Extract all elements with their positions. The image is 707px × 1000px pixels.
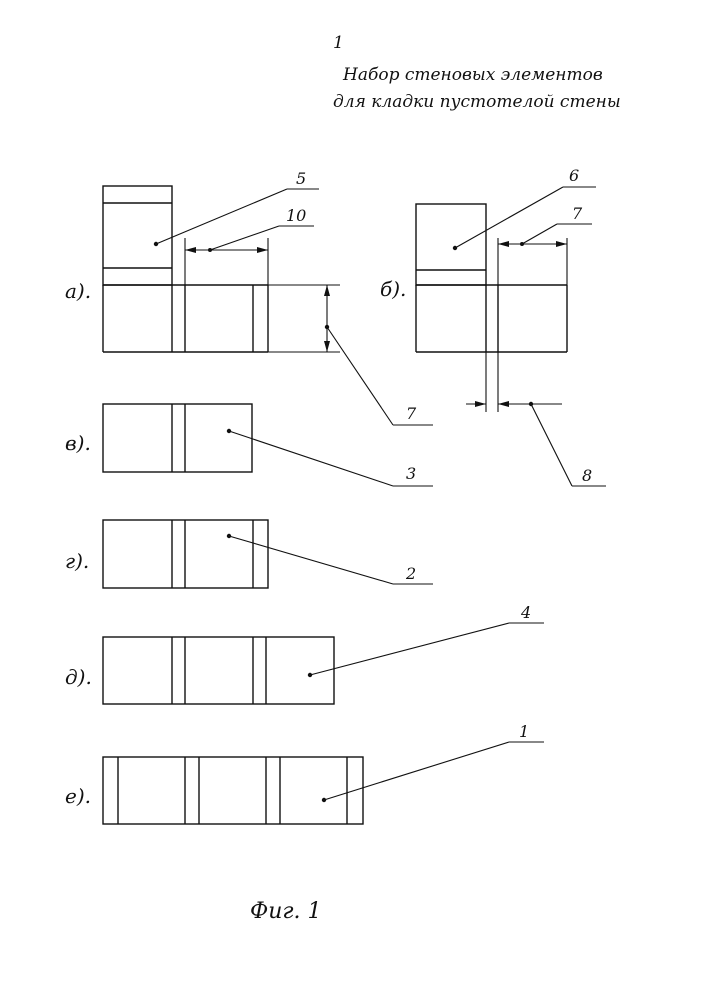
callout-7-left: 7 [406, 404, 417, 423]
variant-v-drawing [103, 404, 433, 486]
callout-4: 4 [520, 603, 531, 622]
callout-1: 1 [519, 722, 529, 741]
callout-5: 5 [296, 169, 306, 188]
variant-a-drawing [103, 186, 433, 425]
callout-3: 3 [406, 464, 416, 483]
variant-e-drawing [103, 742, 544, 824]
callout-6: 6 [569, 166, 579, 185]
title-line-2: для кладки пустотелой стены [333, 92, 621, 112]
figure-caption: Фиг. 1 [250, 899, 322, 924]
page-number: 1 [333, 33, 344, 53]
variant-g-label: г). [65, 549, 89, 573]
callout-8: 8 [582, 466, 592, 485]
variant-d-label: д). [65, 665, 92, 689]
variant-d-drawing [103, 623, 544, 704]
variant-v-label: в). [65, 431, 91, 455]
callout-10: 10 [286, 206, 306, 225]
variant-b-drawing [416, 187, 606, 486]
title-line-1: Набор стеновых элементов [342, 65, 603, 85]
variant-b-label: б). [380, 277, 406, 301]
callout-2: 2 [405, 564, 416, 583]
variant-e-label: е). [65, 784, 91, 808]
variant-a-label: а). [65, 279, 91, 303]
variant-g-drawing [103, 520, 433, 588]
callout-7-right: 7 [572, 204, 583, 223]
